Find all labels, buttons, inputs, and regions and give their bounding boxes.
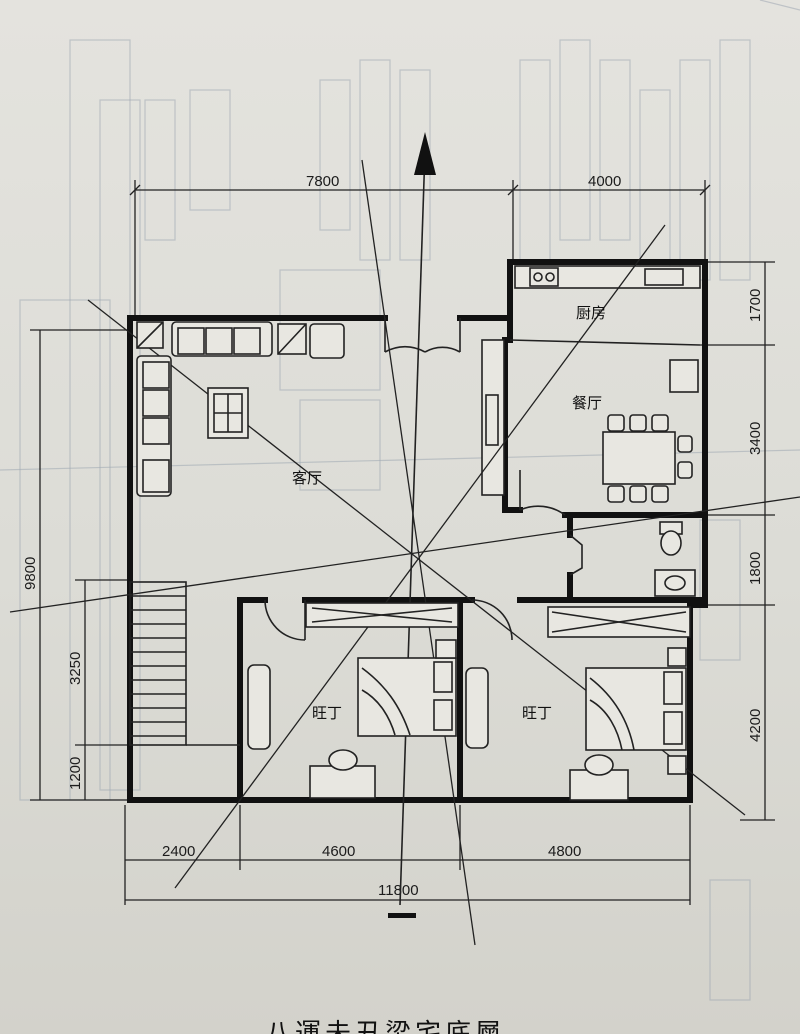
armchair — [309, 323, 345, 359]
bed-right — [585, 667, 687, 751]
dim-left-bottom: 1200 — [67, 757, 84, 790]
staircase — [129, 581, 240, 746]
interior-lines — [481, 265, 701, 516]
dimension-lines — [30, 180, 775, 905]
dim-bottom-right: 4800 — [548, 843, 581, 860]
nightstand-right — [667, 647, 687, 667]
kitchen-stove — [644, 268, 684, 286]
dining-table — [602, 431, 676, 485]
dim-right-bath: 1800 — [747, 552, 764, 585]
dining-table-set — [602, 414, 693, 503]
label-living-room: 客厅 — [292, 469, 322, 487]
left-bedroom-furniture — [247, 599, 459, 799]
dim-right-kitchen: 1700 — [747, 289, 764, 322]
label-kitchen: 厨房 — [576, 304, 606, 322]
caption: 八運未丑梁宅底層 — [265, 1019, 505, 1034]
dim-top-right: 4000 — [588, 173, 621, 190]
washbasin — [654, 569, 696, 597]
dim-bottom-total: 11800 — [378, 882, 419, 899]
north-arrow — [414, 132, 436, 175]
bed-left — [357, 657, 457, 737]
dim-bottom-mid: 4600 — [322, 843, 355, 860]
chair-right — [465, 667, 489, 749]
dim-left-stair: 3250 — [67, 652, 84, 685]
label-bedroom-left: 旺丁 — [312, 704, 342, 722]
right-bedroom-furniture — [465, 599, 691, 801]
chair-left — [247, 664, 271, 750]
dim-top-left: 7800 — [306, 173, 339, 190]
dim-bottom-left: 2400 — [162, 843, 195, 860]
label-bedroom-right: 旺丁 — [522, 704, 552, 722]
nightstand-left — [435, 639, 457, 659]
dining-cabinet — [669, 359, 699, 393]
dim-right-dining: 3400 — [747, 422, 764, 455]
desk-left — [309, 765, 376, 799]
dim-right-bedroom: 4200 — [747, 709, 764, 742]
dim-left-total: 9800 — [22, 557, 39, 590]
bathroom-fixtures — [569, 521, 696, 597]
living-room-furniture — [136, 318, 461, 497]
bleed-through-background — [0, 0, 800, 1001]
label-dining-room: 餐厅 — [572, 394, 602, 412]
south-marker — [388, 913, 416, 918]
